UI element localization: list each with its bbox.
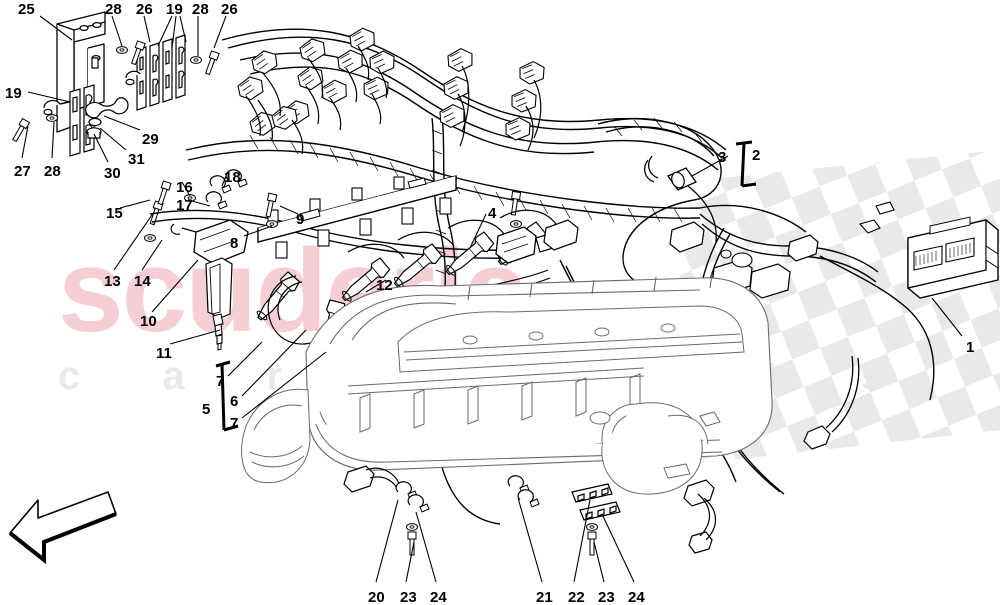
callout-26: 26 xyxy=(221,1,238,18)
ecu-part-1 xyxy=(907,216,999,299)
callout-1: 1 xyxy=(966,339,975,356)
coil-connectors-cluster xyxy=(234,25,397,155)
callout-8: 8 xyxy=(230,235,239,252)
ignition-coil-10 xyxy=(170,219,249,351)
manifold-runners xyxy=(347,367,645,433)
callout-11: 11 xyxy=(156,345,172,362)
front-housing xyxy=(241,388,311,484)
plate-19-left xyxy=(43,84,95,157)
callout-28: 28 xyxy=(105,1,122,18)
callout-27: 27 xyxy=(14,163,31,180)
callout-16: 16 xyxy=(176,179,193,196)
intake-manifold xyxy=(305,273,773,471)
connector-bottom-mid xyxy=(683,479,717,554)
callout-28: 28 xyxy=(192,1,209,18)
cam-cover xyxy=(397,305,745,373)
clamp-group-left xyxy=(395,481,430,556)
fasteners-top xyxy=(10,40,220,143)
fuel-rail xyxy=(257,175,522,259)
plate-19-right xyxy=(125,34,186,111)
callout-12: 12 xyxy=(376,277,393,294)
throttle-body xyxy=(589,402,721,495)
callout-5: 5 xyxy=(202,401,211,418)
callout-6: 6 xyxy=(230,393,239,410)
callout-23: 23 xyxy=(598,589,615,605)
direction-arrow xyxy=(8,491,117,565)
callout-26: 26 xyxy=(136,1,153,18)
group-brackets xyxy=(215,140,757,432)
sensor-cable-right xyxy=(803,355,860,450)
callout-18: 18 xyxy=(224,169,241,186)
callout-9: 9 xyxy=(296,211,305,228)
callout-30: 30 xyxy=(104,165,121,182)
callout-31: 31 xyxy=(128,151,145,168)
callout-19: 19 xyxy=(166,1,183,18)
callout-23: 23 xyxy=(400,589,417,605)
callout-4: 4 xyxy=(488,205,497,222)
callout-21: 21 xyxy=(536,589,553,605)
leader-lines xyxy=(21,15,963,583)
clamp-29-30-31 xyxy=(85,57,129,139)
callout-3: 3 xyxy=(718,149,727,166)
callout-15: 15 xyxy=(106,205,123,222)
grommet-part-3 xyxy=(643,155,717,243)
callout-10: 10 xyxy=(140,313,157,330)
callout-13: 13 xyxy=(104,273,121,290)
callout-14: 14 xyxy=(134,273,151,290)
callout-22: 22 xyxy=(568,589,585,605)
clamp-group-right xyxy=(571,483,621,556)
callout-7: 7 xyxy=(230,415,239,432)
callout-24: 24 xyxy=(430,589,447,605)
callout-2: 2 xyxy=(752,147,761,164)
callout-17: 17 xyxy=(176,197,193,214)
callout-25: 25 xyxy=(18,1,35,18)
callout-20: 20 xyxy=(368,589,385,605)
clamp-group-middle xyxy=(507,475,540,508)
callout-24: 24 xyxy=(628,589,645,605)
callout-19: 19 xyxy=(5,85,22,102)
callout-28: 28 xyxy=(44,163,61,180)
callout-29: 29 xyxy=(142,131,159,148)
coil-connectors-right xyxy=(437,46,547,151)
callout-7: 7 xyxy=(216,373,225,390)
